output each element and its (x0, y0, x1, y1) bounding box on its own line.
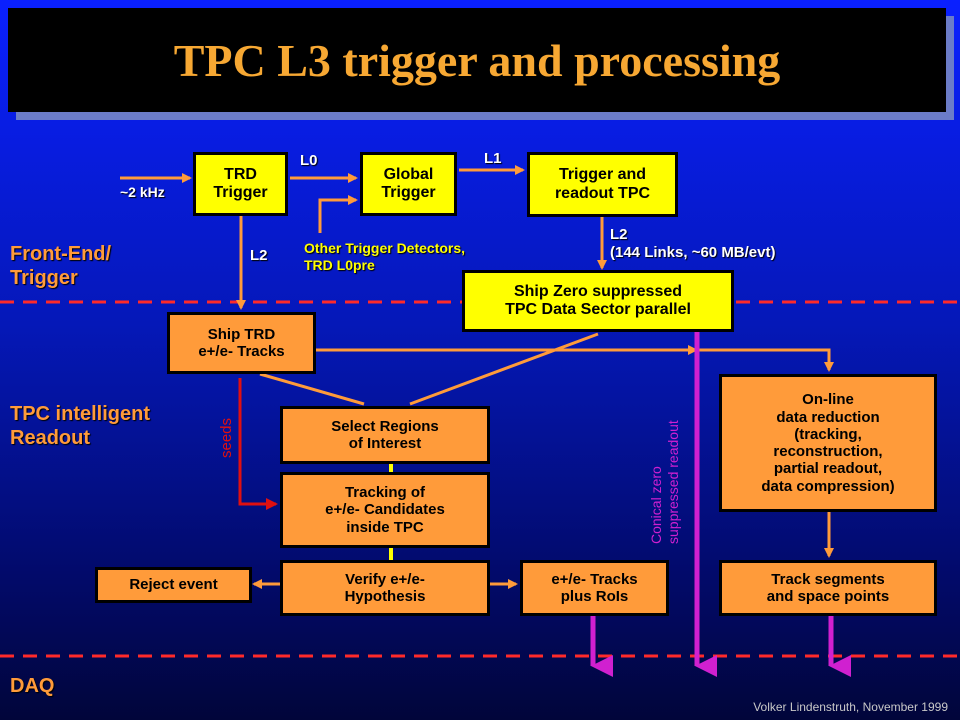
label-seeds: seeds (218, 417, 235, 458)
label-other-triggers: Other Trigger Detectors, TRD L0pre (304, 240, 466, 273)
box-tracks-rois: e+/e- Tracks plus RoIs (520, 560, 669, 616)
label-conical: Conical zero suppressed readout (648, 420, 681, 544)
box-online: On-line data reduction (tracking, recons… (719, 374, 937, 512)
box-trd-trigger: TRD Trigger (193, 152, 288, 216)
section-tpc-readout: TPC intelligent Readout (10, 403, 150, 449)
box-trigger-readout-tpc: Trigger and readout TPC (527, 152, 678, 217)
arrow-other-triggers (318, 195, 358, 233)
label-l1: L1 (484, 150, 502, 167)
label-khz: ~2 kHz (120, 184, 165, 200)
box-ship-trd: Ship TRD e+/e- Tracks (167, 312, 316, 374)
box-select-regions: Select Regions of Interest (280, 406, 490, 464)
footer-credit: Volker Lindenstruth, November 1999 (753, 700, 948, 714)
box-track-segments: Track segments and space points (719, 560, 937, 616)
box-global-trigger: Global Trigger (360, 152, 457, 216)
title-bar: TPC L3 trigger and processing (8, 8, 946, 112)
box-tracking: Tracking of e+/e- Candidates inside TPC (280, 472, 490, 548)
arrow-shiptrd-to-online (316, 348, 834, 372)
box-ship-zero: Ship Zero suppressed TPC Data Sector par… (462, 270, 734, 332)
section-daq: DAQ (10, 675, 55, 697)
arrow-shipzero-to-select (409, 332, 599, 406)
arrow-seeds (238, 378, 278, 510)
page-title: TPC L3 trigger and processing (173, 34, 781, 86)
arrow-shiptrd-to-select (259, 372, 365, 406)
box-reject: Reject event (95, 567, 252, 603)
label-l2-right: L2 (144 Links, ~60 MB/evt) (610, 226, 776, 261)
box-verify: Verify e+/e- Hypothesis (280, 560, 490, 616)
label-l0: L0 (300, 152, 318, 169)
section-front-end: Front-End/ Trigger (10, 243, 112, 289)
label-l2-left: L2 (250, 247, 268, 264)
